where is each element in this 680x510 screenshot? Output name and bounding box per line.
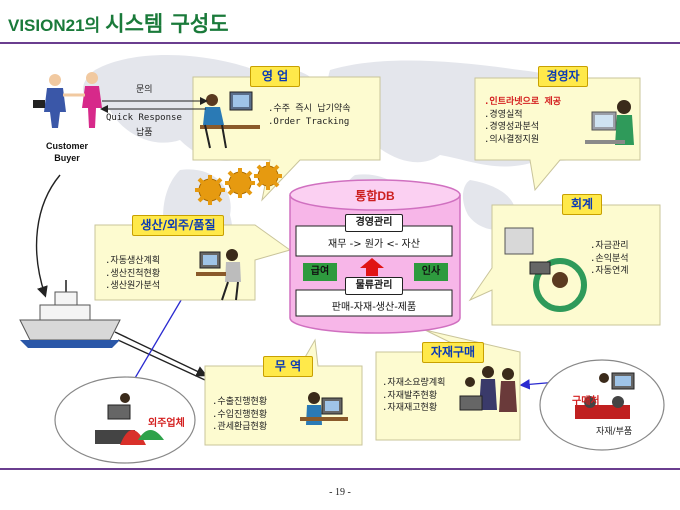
management-badge: 경영관리 — [345, 214, 403, 232]
outsourcer-factory-figure — [95, 393, 164, 445]
customer-label: Customer Buyer — [34, 140, 100, 164]
accounting-item: .자동연계 — [590, 266, 629, 276]
connector-trade-to-ship — [117, 339, 206, 381]
production-operator-figure — [196, 249, 241, 301]
page-title: VISION21의 시스템 구성도 — [8, 8, 229, 38]
connector-production-to-outsourcer — [123, 282, 192, 398]
integrated-db-cylinder — [289, 179, 461, 334]
logistics-flow: 판매-자재-생산-제품 — [331, 302, 417, 313]
executive-card — [474, 77, 641, 192]
outsourcer-label: 외주업체 — [148, 418, 185, 429]
executive-item: .인트라넷으로 제공 — [484, 97, 562, 107]
production-item: .생산진척현황 — [105, 268, 161, 279]
connector-customer-to-ship — [35, 174, 61, 298]
management-flow: 재무 -> 원가 <- 자산 — [328, 239, 420, 250]
purchasing-item: .자재재고현황 — [382, 403, 438, 413]
trade-item: .관세환급현황 — [212, 422, 268, 432]
customer-label-line2: Buyer — [54, 153, 80, 163]
accounting-items: .자금관리 .손익분석 .자동연계 — [590, 240, 629, 278]
production-item: .자동생산계획 — [105, 256, 161, 266]
trade-item: .수입진행현황 — [212, 409, 268, 420]
connector-ship-to-trade — [114, 331, 208, 377]
sales-operator-figure — [200, 91, 260, 149]
logistics-badge: 물류관리 — [345, 277, 403, 295]
exchange-arrows — [100, 97, 208, 113]
title-divider — [0, 42, 680, 44]
flow-up-arrow — [360, 258, 384, 276]
supplier-label: 구매처 — [572, 396, 600, 407]
delivery-label: 납품 — [136, 128, 153, 138]
accounting-item: .손익분석 — [590, 253, 629, 264]
sales-badge: 영 업 — [250, 66, 300, 87]
handshake-figures — [33, 72, 102, 128]
sales-item: .수주 즉시 납기약속 — [268, 104, 351, 114]
trade-operator-figure — [300, 392, 348, 425]
executive-figure — [585, 100, 634, 145]
page-number: - 19 - — [329, 487, 351, 498]
executive-items: .인트라넷으로 제공 .경영실적 .경영성과분석 .의사결정지원 — [484, 96, 561, 146]
ship-figure — [19, 280, 121, 348]
executive-item: .의사결정지원 — [484, 134, 540, 145]
supplier-item: 자재/부품 — [596, 427, 633, 437]
purchasing-items: .자재소요량계획 .자재발주현황 .자재재고현황 — [382, 377, 445, 415]
title-prefix: VISION21의 — [8, 16, 101, 35]
purchasing-team-figure — [459, 366, 517, 412]
purchasing-item: .자재소요량계획 — [382, 378, 446, 388]
title-main: 시스템 구성도 — [105, 12, 229, 36]
outsourcer-ellipse — [54, 376, 196, 464]
accounting-item: .자금관리 — [590, 241, 629, 251]
executive-item: .경영실적 — [484, 109, 523, 120]
purchasing-item: .자재발주현황 — [382, 390, 438, 401]
accounting-badge: 회계 — [562, 194, 602, 215]
production-item: .생산원가분석 — [105, 281, 161, 291]
trade-badge: 무 역 — [263, 356, 313, 377]
executive-badge: 경영자 — [538, 66, 588, 87]
executive-item: .경영성과분석 — [484, 122, 540, 132]
db-title: 통합DB — [355, 189, 395, 203]
trade-item: .수출진행현황 — [212, 397, 268, 407]
accounting-desk-figure — [504, 227, 587, 312]
inquiry-label: 문의 — [136, 85, 153, 95]
sales-items: .수주 즉시 납기약속 .Order Tracking — [268, 103, 351, 128]
supplier-factory-figure — [575, 372, 635, 419]
purchasing-badge: 자재구매 — [422, 342, 484, 363]
footer-divider — [0, 468, 680, 470]
sales-item: .Order Tracking — [268, 116, 350, 127]
quick-response-label: Quick Response — [106, 113, 182, 123]
hr-badge: 인사 — [414, 263, 448, 281]
production-items: .자동생산계획 .생산진척현황 .생산원가분석 — [105, 255, 160, 293]
production-badge: 생산/외주/품질 — [132, 215, 224, 236]
payroll-badge: 급여 — [303, 263, 337, 281]
trade-items: .수출진행현황 .수입진행현황 .관세환급현황 — [212, 396, 267, 434]
gears-decoration — [195, 162, 282, 205]
customer-label-line1: Customer — [45, 141, 88, 151]
production-card — [94, 224, 292, 301]
